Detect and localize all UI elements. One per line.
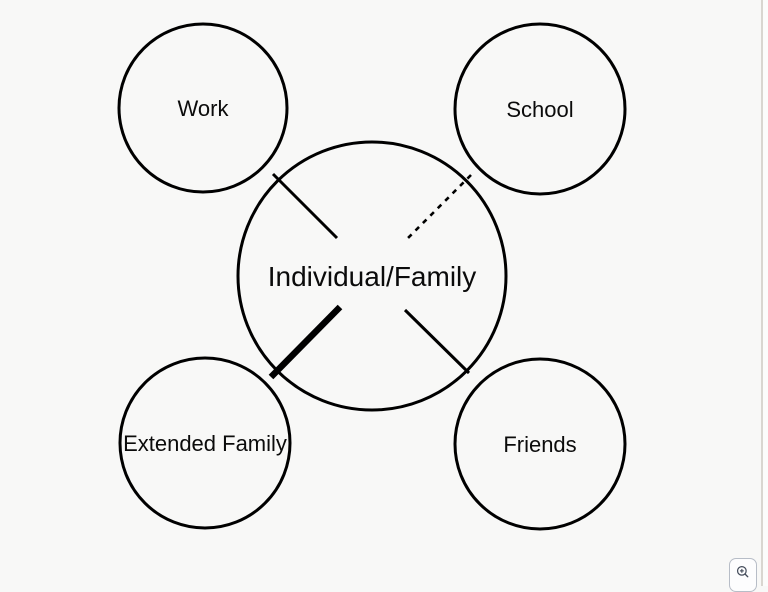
node-circle-extended-family [118, 356, 292, 530]
node-circle-individual-family [236, 140, 508, 412]
panel-divider [761, 0, 763, 586]
connection-line-extended-family-thick [268, 304, 343, 380]
connection-line-friends [403, 308, 471, 375]
node-circle-school [453, 22, 627, 196]
node-circle-friends [453, 357, 627, 531]
node-circle-work [117, 22, 289, 194]
node-label-friends: Friends [503, 432, 576, 457]
zoom-preview-button[interactable] [729, 558, 757, 592]
node-label-school: School [506, 97, 573, 122]
node-label-extended-family: Extended Family [123, 431, 287, 456]
magnifier-plus-icon [736, 565, 749, 578]
right-edge-strip [763, 0, 768, 586]
connection-line-work [271, 172, 339, 240]
node-label-work: Work [178, 96, 230, 121]
node-label-individual-family: Individual/Family [268, 261, 477, 292]
connection-line-school-dashed [406, 174, 472, 240]
